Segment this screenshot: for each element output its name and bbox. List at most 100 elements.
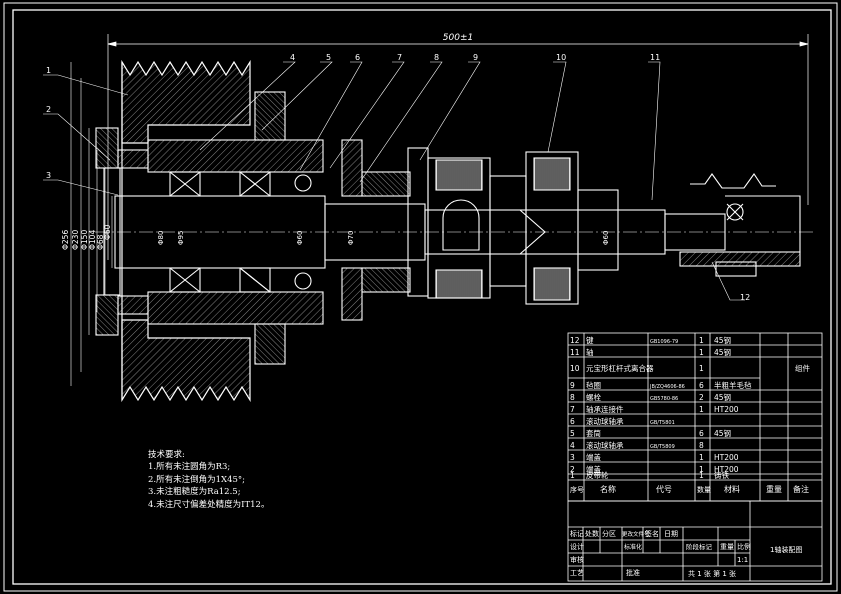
title-block-text: 标记 处数 分区 更改文件号 签名 日期 设计 标准化 阶段标记 重量 比例 1… bbox=[570, 529, 802, 578]
bom-qty: 6 bbox=[699, 381, 704, 390]
bom-header-note: 备注 bbox=[793, 484, 809, 494]
callout-number: 10 bbox=[556, 53, 566, 62]
outer-border bbox=[3, 2, 838, 592]
bearing-housing-part bbox=[341, 139, 429, 321]
bom-name: 皮带轮 bbox=[586, 470, 609, 480]
tb-cell: 重量 bbox=[720, 543, 734, 551]
bom-qty: 8 bbox=[699, 441, 704, 450]
callout-number: 2 bbox=[46, 105, 51, 114]
diameter-dimensions bbox=[70, 62, 113, 386]
pulley-part bbox=[121, 59, 251, 403]
bom-header-no: 序号 bbox=[570, 485, 584, 494]
bom-table bbox=[567, 332, 823, 502]
callout-number: 3 bbox=[46, 171, 51, 180]
bom-name: 端盖 bbox=[586, 452, 601, 462]
bom-no: 3 bbox=[570, 453, 575, 462]
diameter-label: Φ230 bbox=[71, 230, 80, 250]
tb-cell: 标记 bbox=[570, 529, 584, 538]
diameter-label: Φ60 bbox=[296, 231, 304, 245]
bom-code: JB/ZQ4606-86 bbox=[649, 384, 685, 390]
tb-cell: 阶段标记 bbox=[686, 542, 713, 551]
tb-cell: 设计 bbox=[570, 542, 584, 551]
title-block bbox=[567, 500, 823, 582]
diameter-label: Φ104 bbox=[88, 230, 97, 250]
tb-scale: 1:1 bbox=[737, 556, 748, 564]
tb-cell: 分区 bbox=[602, 529, 616, 538]
note-item: 3.未注粗糙度为Ra12.5; bbox=[148, 487, 241, 498]
bom-no: 12 bbox=[570, 336, 580, 345]
diameter-label: Φ80 bbox=[157, 231, 165, 245]
bom-qty: 1 bbox=[699, 364, 704, 373]
tb-cell: 处数 bbox=[585, 529, 599, 538]
shaft-part bbox=[114, 195, 801, 269]
bom-no: 1 bbox=[570, 471, 575, 480]
bom-header-code: 代号 bbox=[656, 484, 672, 494]
bom-no: 2 bbox=[570, 465, 575, 474]
bom-name: 键 bbox=[586, 335, 594, 345]
bom-no: 8 bbox=[570, 393, 575, 402]
bom-material: 半粗羊毛毡 bbox=[714, 380, 752, 390]
bom-qty: 1 bbox=[699, 405, 704, 414]
note-item: 1.所有未注圆角为R3; bbox=[148, 462, 231, 473]
callout-number: 4 bbox=[290, 53, 295, 62]
diameter-label: Φ150 bbox=[80, 230, 89, 250]
bom-qty: 6 bbox=[699, 429, 704, 438]
leader-lines bbox=[43, 61, 745, 301]
bom-name: 套筒 bbox=[586, 428, 601, 438]
callout-number: 1 bbox=[46, 66, 51, 75]
callout-number: 9 bbox=[473, 53, 478, 62]
diameter-label: Φ70 bbox=[347, 231, 355, 245]
callout-number: 7 bbox=[397, 53, 402, 62]
bom-name: 端盖 bbox=[586, 464, 601, 474]
bom-qty: 1 bbox=[699, 348, 704, 357]
bom-qty: 2 bbox=[699, 393, 704, 402]
diameter-labels-left: Φ256 Φ230 Φ150 Φ104 Φ68 Φ60 bbox=[61, 224, 112, 250]
bom-qty: 1 bbox=[699, 336, 704, 345]
bom-code: GB1096-79 bbox=[650, 339, 678, 345]
bom-material: HT200 bbox=[714, 405, 739, 414]
bom-no: 4 bbox=[570, 441, 575, 450]
clutch-part bbox=[427, 151, 619, 305]
diameter-label: Φ60 bbox=[602, 231, 610, 245]
bom-qty: 1 bbox=[699, 453, 704, 462]
bom-name: 毡圈 bbox=[586, 380, 601, 390]
bom-name: 轴承连接件 bbox=[586, 404, 624, 414]
tb-cell: 批准 bbox=[626, 568, 640, 577]
diameter-label: Φ60 bbox=[103, 224, 112, 240]
callout-number: 11 bbox=[650, 53, 660, 62]
bom-no: 10 bbox=[570, 364, 580, 373]
bom-material: HT200 bbox=[714, 465, 739, 474]
diameter-label: Φ256 bbox=[61, 230, 70, 250]
inner-border bbox=[12, 9, 832, 585]
shift-fork-part bbox=[679, 173, 801, 277]
bom-name: 螺栓 bbox=[586, 392, 601, 402]
bom-code: GB/T5809 bbox=[650, 444, 675, 450]
bom-no: 6 bbox=[570, 417, 575, 426]
tb-cell: 签名 bbox=[645, 529, 659, 538]
bom-no: 11 bbox=[570, 348, 580, 357]
bom-no: 9 bbox=[570, 381, 575, 390]
tb-cell: 工艺 bbox=[570, 569, 584, 577]
tb-sheet: 共 1 张 第 1 张 bbox=[688, 569, 736, 578]
bom-qty: 1 bbox=[699, 465, 704, 474]
bom-material: 45钢 bbox=[714, 335, 731, 345]
tb-cell: 标准化 bbox=[624, 543, 642, 551]
callout-number: 12 bbox=[740, 293, 750, 302]
bom-material: 45钢 bbox=[714, 428, 731, 438]
bom-no: 7 bbox=[570, 405, 575, 414]
bom-code: GB5780-86 bbox=[650, 396, 678, 402]
bom-qty: 1 bbox=[699, 471, 704, 480]
bom-header-qty: 数量 bbox=[697, 485, 711, 494]
bom-name: 轴 bbox=[586, 347, 594, 357]
callout-numbers: 1 2 3 4 5 6 7 8 9 10 11 12 bbox=[46, 53, 750, 302]
overall-dimension-text: 500±1 bbox=[443, 33, 473, 43]
diameter-label: Φ95 bbox=[177, 231, 185, 245]
bom-header-weight: 重量 bbox=[766, 484, 782, 494]
note-item: 2.所有未注倒角为1X45°; bbox=[148, 474, 245, 485]
bom-no: 5 bbox=[570, 429, 575, 438]
callout-number: 5 bbox=[326, 53, 331, 62]
drawing-title: 1轴装配图 bbox=[770, 545, 802, 554]
bom-name: 滚动球轴承 bbox=[586, 440, 624, 450]
